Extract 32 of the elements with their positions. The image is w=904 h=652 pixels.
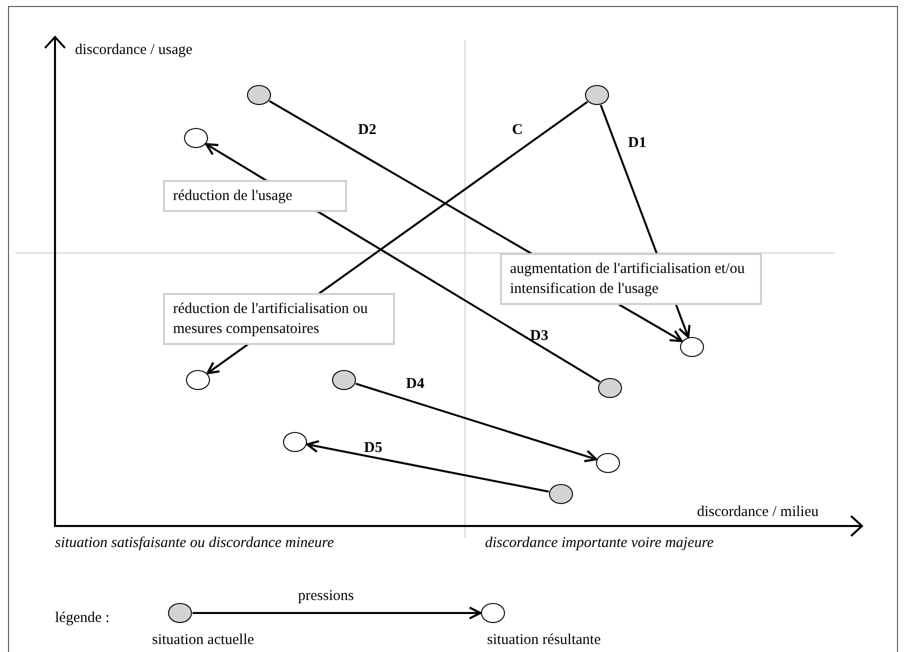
axis-label: discordance / milieu bbox=[697, 504, 819, 521]
arrow bbox=[192, 606, 482, 620]
situation-circle bbox=[481, 603, 505, 623]
axis-label: légende : bbox=[55, 610, 110, 627]
axis-range-label: discordance importante voire majeure bbox=[485, 535, 714, 552]
edge-label: D2 bbox=[358, 122, 376, 139]
situation-circle bbox=[598, 378, 622, 398]
situation-circle bbox=[247, 85, 271, 105]
situation-circle bbox=[680, 337, 704, 357]
situation-circle bbox=[585, 85, 609, 105]
legend-caption: situation résultante bbox=[487, 632, 601, 649]
situation-circle bbox=[186, 370, 210, 390]
situation-circle bbox=[168, 603, 192, 623]
edge-label: D3 bbox=[530, 328, 548, 345]
edge-label: pressions bbox=[298, 588, 354, 605]
annotation-note: réduction de l'artificialisation ou mesures compensatoires bbox=[163, 293, 395, 345]
annotation-note: réduction de l'usage bbox=[163, 180, 347, 212]
edge-label: D5 bbox=[364, 440, 382, 457]
edge-label: C bbox=[512, 122, 523, 139]
legend-caption: situation actuelle bbox=[152, 632, 254, 649]
annotation-note: augmentation de l'artificialisation et/ou intensification de l'usage bbox=[500, 253, 762, 305]
situation-circle bbox=[283, 432, 307, 452]
situation-circle bbox=[332, 370, 356, 390]
situation-circle bbox=[549, 484, 573, 504]
edge-label: D4 bbox=[406, 376, 424, 393]
situation-circle bbox=[184, 128, 208, 148]
edge-label: D1 bbox=[628, 135, 646, 152]
situation-circle bbox=[596, 453, 620, 473]
arrow bbox=[306, 440, 549, 493]
axis-range-label: situation satisfaisante ou discordance mineure bbox=[55, 535, 334, 552]
axis-label: discordance / usage bbox=[75, 42, 192, 59]
arrow bbox=[356, 382, 598, 462]
